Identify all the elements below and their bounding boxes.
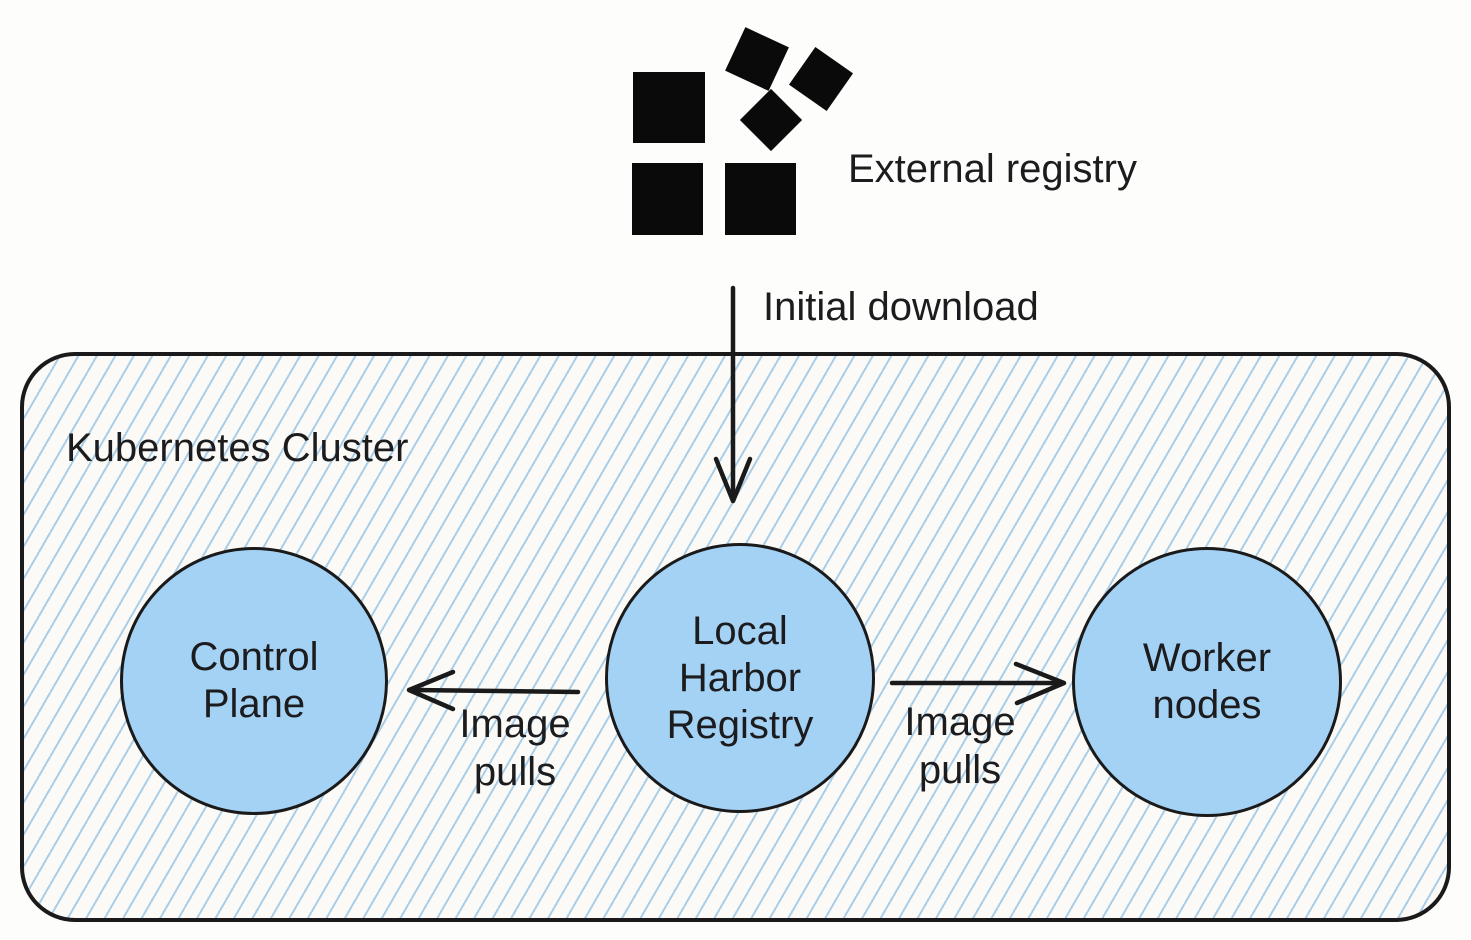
node-control-plane: Control Plane [120, 547, 388, 815]
node-local-harbor-registry-label: Local Harbor Registry [666, 608, 814, 747]
node-local-harbor-registry: Local Harbor Registry [605, 543, 875, 813]
external-registry-label: External registry [848, 147, 1137, 191]
node-worker-nodes: Worker nodes [1072, 547, 1342, 817]
node-control-plane-label: Control Plane [189, 635, 319, 726]
external-registry-icon [632, 27, 854, 235]
node-worker-nodes-label: Worker nodes [1142, 636, 1272, 727]
kubernetes-cluster-label: Kubernetes Cluster [66, 426, 409, 470]
image-pulls-right-label: Image pulls [904, 700, 1016, 792]
initial-download-label: Initial download [763, 285, 1039, 329]
image-pulls-left-label: Image pulls [459, 702, 571, 794]
